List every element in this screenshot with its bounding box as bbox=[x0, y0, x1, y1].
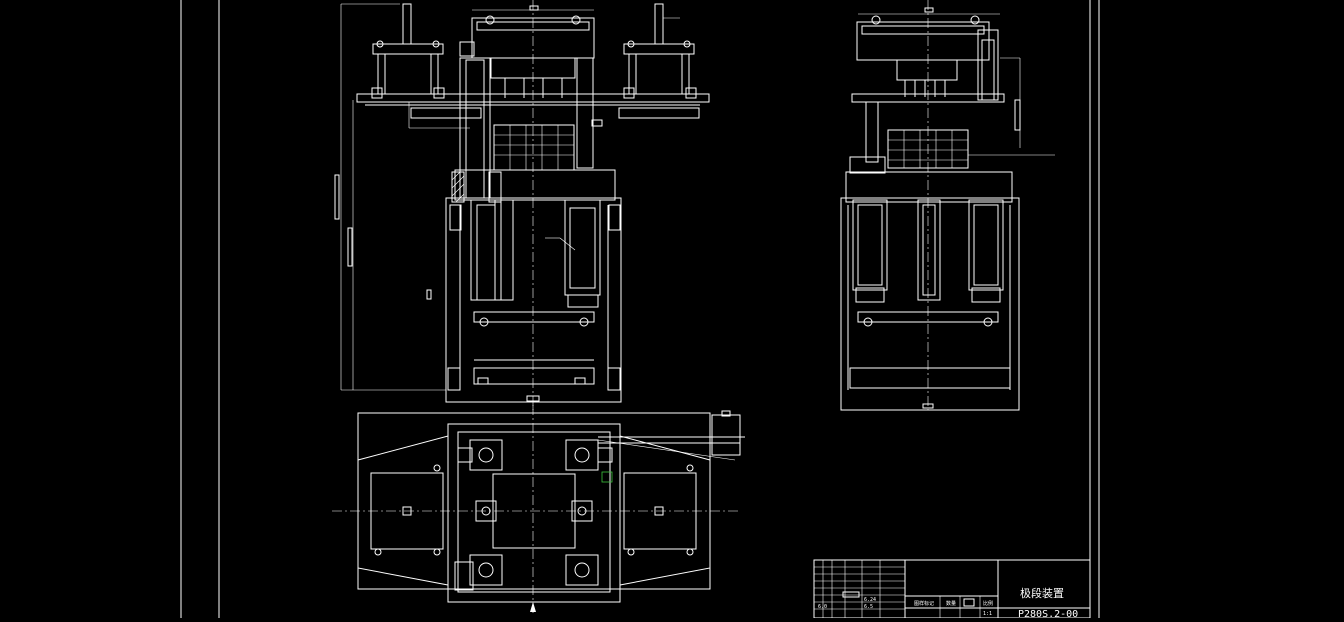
side-view bbox=[840, 0, 1055, 411]
drawing-number: P280S.2-00 bbox=[1018, 609, 1078, 618]
sheet-frame bbox=[180, 0, 1100, 618]
title-left-value-3: 6.0 bbox=[818, 604, 827, 610]
title-left-value-1: 6.24 bbox=[864, 597, 876, 603]
drawing-name: 极段装置 bbox=[1020, 586, 1064, 600]
top-view bbox=[332, 405, 745, 614]
title-block: 极段装置 P280S.2-00 图样标记 数量 比例 1:1 6.24 6.5 … bbox=[813, 559, 1091, 620]
title-cell-scale: 比例 bbox=[983, 600, 993, 607]
title-scale-value: 1:1 bbox=[983, 611, 992, 617]
title-left-value-2: 6.5 bbox=[864, 604, 873, 610]
title-cell-mark: 图样标记 bbox=[914, 600, 934, 607]
title-cell-qty: 数量 bbox=[946, 600, 956, 607]
front-view bbox=[334, 0, 710, 410]
